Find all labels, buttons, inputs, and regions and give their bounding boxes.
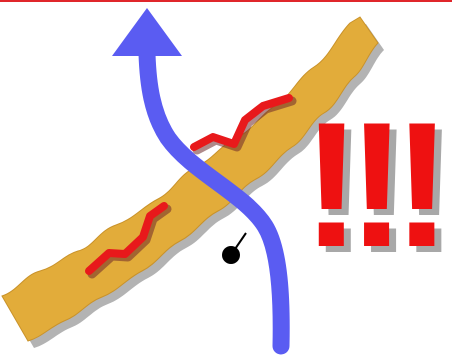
top-rule	[0, 0, 452, 2]
exclamation-marks: !!!	[302, 96, 438, 274]
up-arrow-icon	[112, 8, 182, 56]
dot-marker-icon	[222, 246, 240, 264]
